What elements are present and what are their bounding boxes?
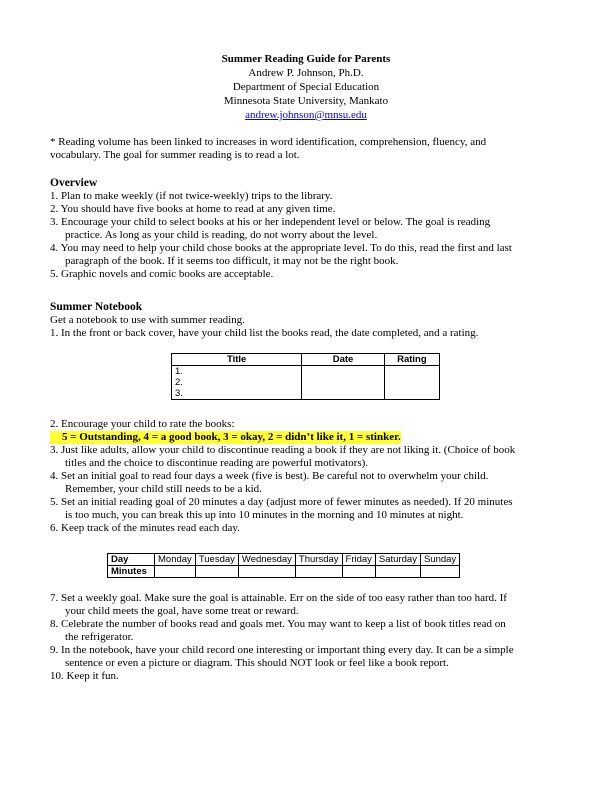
list-item: 2. You should have five books at home to…	[50, 203, 336, 215]
day-thursday: Thursday	[294, 553, 343, 566]
university-name: Minnesota State University, Mankato	[223, 95, 389, 107]
list-item: 6. Keep track of the minutes read each d…	[50, 522, 240, 534]
list-item: 4. Set an initial goal to read four days…	[50, 470, 489, 482]
list-item-continued: titles and the choice to discontinue rea…	[65, 457, 369, 469]
minutes-cell	[294, 565, 343, 578]
list-item-continued: sentence or even a picture or diagram. T…	[65, 657, 449, 669]
intro-paragraph: * Reading volume has been linked to incr…	[50, 136, 570, 162]
author-name: Andrew P. Johnson, Ph.D.	[248, 67, 364, 79]
minutes-cell	[154, 565, 196, 578]
table-row: 1.	[175, 366, 183, 377]
day-row-label: Day	[107, 553, 155, 566]
overview-heading: Overview	[50, 177, 98, 189]
department-name: Department of Special Education	[232, 81, 380, 93]
list-item: 9. In the notebook, have your child reco…	[50, 644, 514, 656]
table-header-title: Title	[170, 353, 303, 366]
intro-line: vocabulary. The goal for summer reading …	[50, 149, 300, 161]
list-item: 5. Set an initial reading goal of 20 min…	[50, 496, 513, 508]
day-friday: Friday	[341, 553, 376, 566]
author-email-link[interactable]: andrew.johnson@mnsu.edu	[245, 109, 367, 121]
books-read-table: Title Date Rating 1. 2. 3.	[170, 353, 441, 400]
list-item-continued: is too much, you can break this up into …	[65, 509, 464, 521]
list-item: 2. Encourage your child to rate the book…	[50, 418, 235, 430]
table-row: 3.	[175, 388, 183, 399]
list-item: 8. Celebrate the number of books read an…	[50, 618, 506, 630]
notebook-list-continued: 2. Encourage your child to rate the book…	[50, 418, 570, 535]
list-item-continued: the refrigerator.	[65, 631, 134, 643]
list-item-continued: paragraph of the book. If it seems too d…	[65, 255, 399, 267]
list-item: 7. Set a weekly goal. Make sure the goal…	[50, 592, 507, 604]
document-header: Summer Reading Guide for Parents Andrew …	[0, 52, 612, 122]
minutes-cell	[237, 565, 296, 578]
intro-line: * Reading volume has been linked to incr…	[50, 136, 487, 148]
table-header-date: Date	[301, 353, 385, 366]
list-item: 5. Graphic novels and comic books are ac…	[50, 268, 274, 280]
list-item-continued: your child meets the goal, have some tre…	[65, 605, 299, 617]
notebook-section: Summer Notebook Get a notebook to use wi…	[50, 300, 570, 340]
rating-scale-highlight: 5 = Outstanding, 4 = a good book, 3 = ok…	[50, 431, 401, 444]
minutes-cell	[374, 565, 421, 578]
minutes-cell	[194, 565, 239, 578]
notebook-heading: Summer Notebook	[50, 301, 143, 313]
weekly-minutes-table: Day Monday Tuesday Wednesday Thursday Fr…	[107, 553, 461, 578]
table-cell-titles: 1. 2. 3.	[170, 365, 303, 400]
notebook-intro: Get a notebook to use with summer readin…	[50, 314, 245, 326]
table-cell-date	[301, 365, 385, 400]
minutes-row-label: Minutes	[107, 565, 155, 578]
day-tuesday: Tuesday	[194, 553, 239, 566]
list-item: 1. In the front or back cover, have your…	[50, 327, 479, 339]
day-monday: Monday	[154, 553, 196, 566]
list-item-continued: practice. As long as your child is readi…	[65, 229, 378, 241]
minutes-cell	[341, 565, 376, 578]
list-item: 1. Plan to make weekly (if not twice-wee…	[50, 190, 333, 202]
day-wednesday: Wednesday	[237, 553, 296, 566]
table-cell-rating	[383, 365, 441, 400]
list-item-continued: Remember, your child still needs to be a…	[65, 483, 262, 495]
list-item: 3. Just like adults, allow your child to…	[50, 444, 516, 456]
day-saturday: Saturday	[374, 553, 421, 566]
minutes-cell	[419, 565, 461, 578]
document-title: Summer Reading Guide for Parents	[221, 53, 391, 65]
list-item: 3. Encourage your child to select books …	[50, 216, 491, 228]
final-list: 7. Set a weekly goal. Make sure the goal…	[50, 592, 570, 683]
overview-section: Overview 1. Plan to make weekly (if not …	[50, 176, 570, 281]
day-sunday: Sunday	[419, 553, 461, 566]
table-row: 2.	[175, 377, 183, 388]
list-item: 4. You may need to help your child chose…	[50, 242, 512, 254]
table-header-rating: Rating	[383, 353, 441, 366]
list-item: 10. Keep it fun.	[50, 670, 119, 682]
